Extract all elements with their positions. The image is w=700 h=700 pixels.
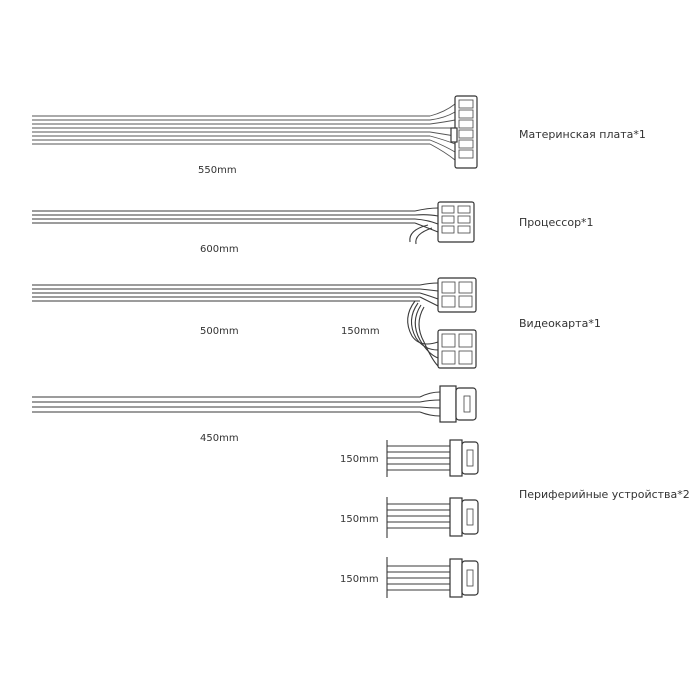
peripheral-segment-3-length: 150mm — [340, 574, 379, 585]
peripheral-segment-1-length: 150mm — [340, 454, 379, 465]
gpu-connector-2 — [437, 329, 477, 369]
gpu-cable-name: Видеокарта*1 — [519, 317, 601, 330]
peripheral-main-wires — [32, 391, 441, 417]
peripheral-main-cable: 450mm — [32, 385, 477, 444]
motherboard-cable: 550mm Материнская плата*1 — [32, 95, 646, 176]
cpu-cable-length: 600mm — [200, 244, 239, 255]
cpu-cable-wires — [32, 207, 439, 245]
peripheral-segment-2-length: 150mm — [340, 514, 379, 525]
gpu-cable-wires — [32, 282, 439, 367]
motherboard-cable-name: Материнская плата*1 — [519, 128, 646, 141]
gpu-cable: 500mm 150mm Видеокарта*1 — [32, 277, 601, 369]
peripheral-main-length: 450mm — [200, 433, 239, 444]
motherboard-cable-length: 550mm — [198, 165, 237, 176]
cpu-8pin-connector — [437, 201, 475, 243]
cpu-cable-name: Процессор*1 — [519, 216, 594, 229]
peripheral-segment-1: 150mm — [340, 439, 479, 477]
gpu-connector-1 — [437, 277, 477, 313]
peripheral-segment-3: 150mm — [340, 557, 479, 598]
cpu-cable: 600mm Процессор*1 — [32, 201, 594, 255]
motherboard-cable-wires — [32, 103, 456, 161]
peripheral-segment-2: 150mm Периферийные устройства*2 — [340, 488, 690, 538]
gpu-extra-length: 150mm — [341, 326, 380, 337]
gpu-cable-length: 500mm — [200, 326, 239, 337]
atx-24pin-connector — [450, 95, 478, 169]
peripheral-cable-name: Периферийные устройства*2 — [519, 488, 690, 501]
molex-connector-main — [439, 385, 477, 423]
